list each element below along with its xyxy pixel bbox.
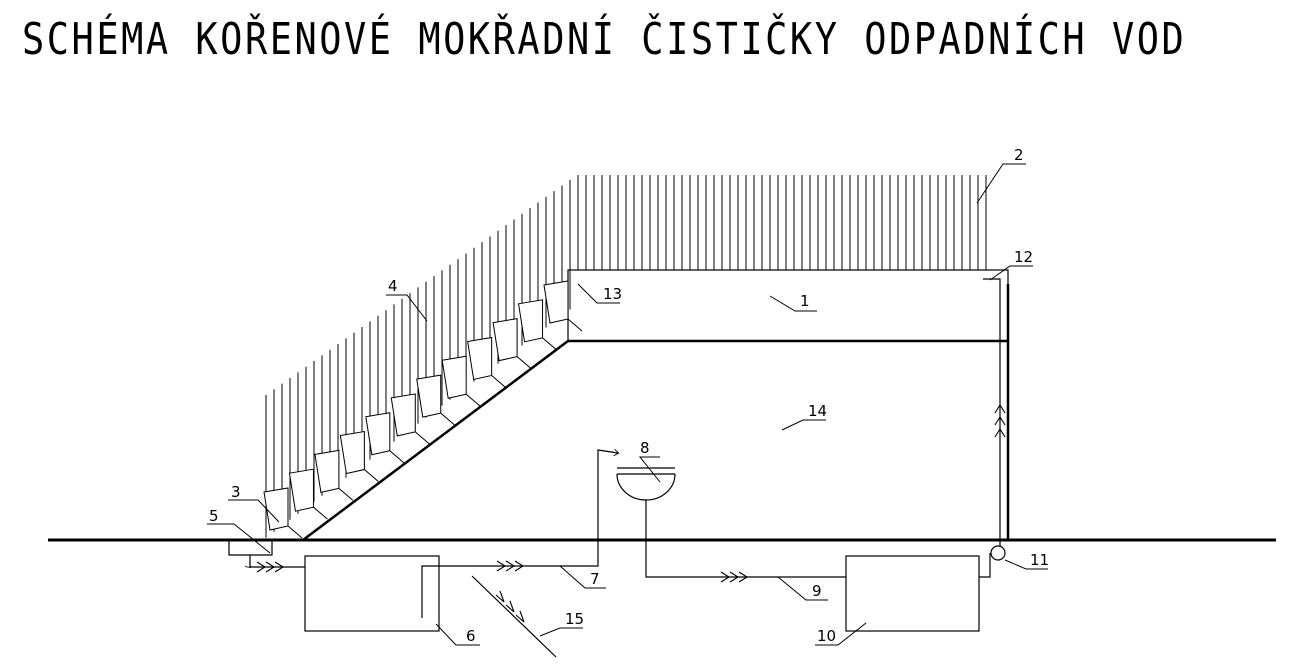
- label-5: 5: [209, 507, 219, 525]
- leader-line: [539, 627, 583, 637]
- label-12: 12: [1014, 248, 1033, 266]
- reed-plants: [265, 175, 987, 538]
- planting-cell: [416, 374, 442, 418]
- leader-line: [386, 294, 428, 322]
- leader-line: [781, 419, 826, 431]
- flow-chevron: [505, 600, 515, 613]
- label-7: 7: [590, 570, 600, 588]
- flow-chevron: [994, 427, 1006, 438]
- inflow-pipe: [250, 555, 305, 567]
- inflow-box: [228, 540, 273, 556]
- flow-chevron: [720, 571, 731, 583]
- planting-cell: [441, 355, 467, 399]
- leader-line: [577, 283, 620, 304]
- cell-edge: [542, 337, 557, 351]
- leader-line: [435, 623, 480, 646]
- leader-line: [769, 295, 817, 312]
- label-3: 3: [231, 483, 241, 501]
- planting-cell: [339, 430, 365, 475]
- leader-line: [228, 499, 280, 523]
- flow-chevron: [495, 590, 505, 603]
- cell-edge: [491, 375, 506, 388]
- pipe-to-storage: [645, 500, 846, 578]
- leader-line: [638, 456, 661, 483]
- leader-line: [976, 163, 1026, 204]
- cell-edge: [287, 525, 303, 539]
- septic-tank: [304, 555, 440, 632]
- planting-cell: [365, 412, 391, 456]
- leader-line: [815, 622, 867, 646]
- leader-line: [1004, 559, 1048, 570]
- flow-chevron: [738, 571, 749, 583]
- planting-cell: [543, 280, 569, 324]
- leader-lines: [207, 163, 1048, 646]
- cell-edge: [440, 412, 456, 426]
- flow-chevron: [514, 560, 525, 572]
- flow-chevron: [515, 610, 525, 623]
- cell-edge: [414, 431, 430, 445]
- cell-edge: [338, 487, 354, 501]
- flow-chevron: [274, 561, 285, 573]
- filter-bed: [567, 269, 1009, 342]
- cell-edge: [567, 318, 583, 332]
- planting-cell: [390, 393, 416, 437]
- cell-edge: [364, 469, 379, 482]
- label-11: 11: [1030, 551, 1049, 569]
- embankment-slope: [302, 340, 569, 541]
- diagram-title: SCHÉMA KOŘENOVÉ MOKŘADNÍ ČISTIČKY ODPADN…: [22, 14, 1187, 65]
- outlet-pipe: [983, 278, 1001, 546]
- cell-edge: [313, 506, 328, 520]
- label-9: 9: [812, 582, 822, 600]
- leader-line: [559, 565, 606, 589]
- label-2: 2: [1014, 146, 1024, 164]
- pump-icon: [990, 545, 1006, 561]
- planting-cell: [492, 318, 518, 362]
- label-4: 4: [388, 277, 398, 295]
- flow-chevron: [265, 561, 276, 573]
- label-6: 6: [466, 627, 476, 645]
- flow-chevron: [994, 403, 1006, 414]
- label-15: 15: [565, 610, 584, 628]
- planting-steps: [263, 280, 583, 539]
- leader-line: [207, 523, 271, 554]
- label-13: 13: [603, 285, 622, 303]
- pipe-to-distributor: [439, 450, 618, 567]
- flow-chevron: [994, 415, 1006, 426]
- label-10: 10: [817, 627, 836, 645]
- flow-chevron: [256, 561, 267, 573]
- cell-edge: [389, 450, 405, 464]
- cell-edge: [516, 356, 532, 370]
- overflow-pipe: [471, 575, 557, 658]
- pump-pipe: [979, 553, 991, 578]
- planting-cell: [467, 336, 493, 381]
- label-14: 14: [808, 402, 827, 420]
- flow-chevron: [496, 560, 507, 572]
- flow-chevron: [505, 560, 516, 572]
- label-8: 8: [640, 439, 650, 457]
- planting-cell: [263, 487, 289, 531]
- leader-line: [777, 576, 828, 601]
- tank-baffle: [421, 565, 439, 618]
- flow-arrows: [256, 403, 1006, 623]
- label-1: 1: [800, 292, 810, 310]
- flow-chevron: [729, 571, 740, 583]
- planting-cell: [288, 468, 314, 512]
- planting-cell: [314, 449, 340, 493]
- cell-edge: [465, 393, 481, 407]
- storage-tank: [845, 555, 980, 632]
- distributor-bowl: [616, 473, 676, 501]
- leader-line: [989, 265, 1033, 281]
